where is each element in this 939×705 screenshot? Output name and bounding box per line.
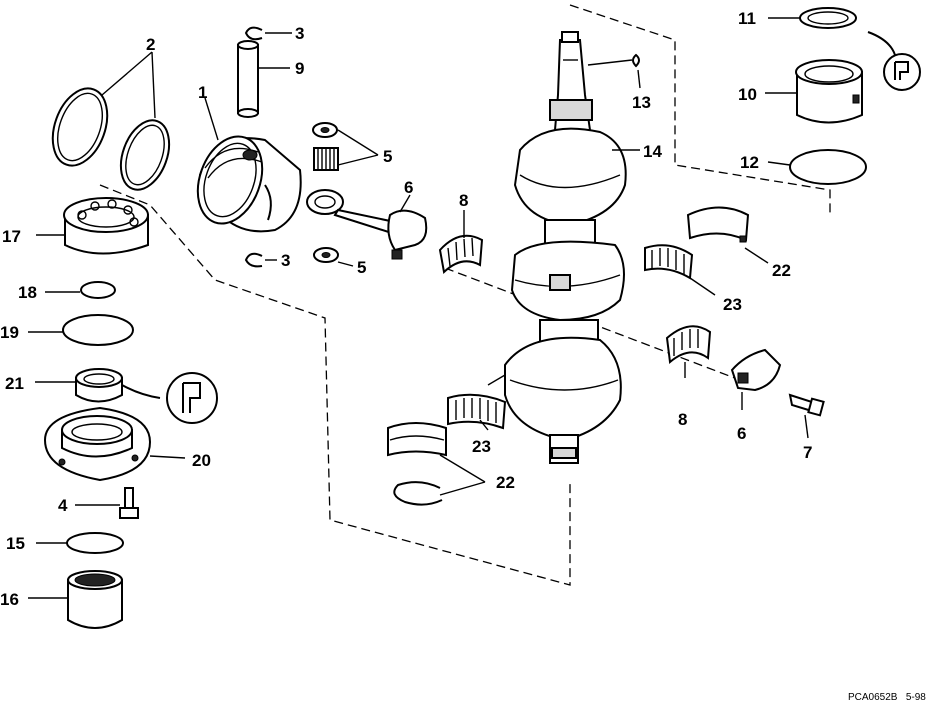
roller-bearing-10 — [795, 59, 863, 124]
seal-21 — [75, 368, 123, 403]
o-ring-12 — [789, 149, 867, 185]
callout-8-upper: 8 — [459, 191, 468, 210]
callout-9: 9 — [295, 59, 304, 78]
callout-19: 19 — [0, 323, 19, 342]
callout-13: 13 — [632, 93, 651, 112]
callout-16: 16 — [0, 590, 19, 609]
callout-8-lower: 8 — [678, 410, 687, 429]
o-ring-19 — [62, 314, 134, 346]
bearing-retainer-plate — [43, 406, 152, 482]
callout-23-upper: 23 — [723, 295, 742, 314]
retaining-ring-22 — [393, 481, 443, 506]
main-bearing-cage-upper — [644, 244, 694, 280]
rod-bolt — [788, 393, 825, 417]
ring-18 — [80, 281, 116, 299]
piston-rings — [51, 87, 171, 191]
callout-5-top: 5 — [383, 147, 392, 166]
woodruff-key — [632, 53, 640, 68]
callout-22-lower: 22 — [496, 473, 515, 492]
crankpin-bearing-upper — [438, 234, 484, 274]
callout-23-lower: 23 — [472, 437, 491, 456]
ball-bearing-17 — [63, 197, 149, 255]
connecting-rod — [306, 189, 428, 260]
callout-10: 10 — [738, 85, 757, 104]
callout-1: 1 — [198, 83, 207, 102]
callout-5-bottom: 5 — [357, 258, 366, 277]
callout-12: 12 — [740, 153, 759, 172]
callout-6-cap: 6 — [737, 424, 746, 443]
sealant-callout-bottom — [121, 372, 218, 424]
callout-numbers: 1 2 3 9 5 6 8 3 5 11 10 12 13 14 22 23 8… — [0, 9, 812, 609]
piston — [196, 135, 302, 233]
callout-15: 15 — [6, 534, 25, 553]
callout-4: 4 — [58, 496, 68, 515]
callout-20: 20 — [192, 451, 211, 470]
connecting-rod-cap — [730, 348, 782, 392]
crankpin-bearing-lower — [665, 325, 712, 364]
callout-18: 18 — [18, 283, 37, 302]
assembly-boundary-lines — [99, 4, 831, 586]
reference-code: PCA0652B 5-98 — [848, 692, 926, 703]
callout-21: 21 — [5, 374, 24, 393]
callout-7: 7 — [803, 443, 812, 462]
screw-4 — [119, 487, 139, 519]
main-bearing-race-upper — [686, 206, 750, 243]
piston-pin — [237, 40, 259, 118]
o-ring-15 — [66, 532, 124, 554]
pin-retainers — [244, 26, 263, 268]
callout-3-top: 3 — [295, 24, 304, 43]
callout-17: 17 — [2, 227, 21, 246]
callout-14: 14 — [643, 142, 662, 161]
main-bearing-race-lower — [387, 422, 447, 457]
sealant-callout-top — [867, 31, 921, 91]
sleeve-16 — [67, 570, 123, 629]
seal-11 — [799, 7, 857, 29]
wrist-pin-bearing-set — [312, 122, 339, 263]
callout-6-rod: 6 — [404, 178, 413, 197]
main-bearing-cage-lower — [447, 393, 507, 430]
crankshaft — [504, 31, 627, 464]
callout-22-upper: 22 — [772, 261, 791, 280]
callout-3-bottom: 3 — [281, 251, 290, 270]
callout-2: 2 — [146, 35, 155, 54]
leader-lines — [28, 17, 809, 599]
callout-11: 11 — [738, 9, 756, 28]
